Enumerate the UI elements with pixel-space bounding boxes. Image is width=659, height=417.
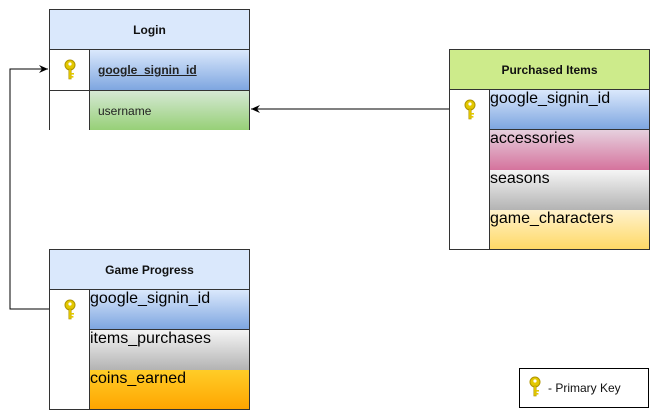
field-items-purchases: items_purchases bbox=[90, 330, 249, 370]
entity-purchased-items: Purchased Items google_signin_id accesso… bbox=[449, 49, 650, 250]
empty-key-cell bbox=[50, 91, 90, 130]
login-row-google-signin-id: google_signin_id bbox=[50, 50, 249, 90]
legend-box: - Primary Key bbox=[519, 368, 649, 408]
field-game-characters: game_characters bbox=[490, 210, 649, 249]
entity-purchased-items-title: Purchased Items bbox=[450, 50, 649, 90]
field-google-signin-id: google_signin_id bbox=[490, 90, 649, 130]
key-icon bbox=[50, 50, 90, 90]
entity-game-progress: Game Progress google_signin_id items_pur… bbox=[49, 249, 250, 410]
login-row-username: username bbox=[50, 90, 249, 130]
entity-game-progress-title: Game Progress bbox=[50, 250, 249, 290]
field-google-signin-id: google_signin_id bbox=[90, 290, 249, 330]
entity-login-title: Login bbox=[50, 10, 249, 50]
key-column bbox=[50, 290, 90, 410]
field-seasons: seasons bbox=[490, 170, 649, 210]
entity-login: Login google_signin_id username bbox=[49, 9, 250, 130]
field-google-signin-id: google_signin_id bbox=[90, 50, 249, 90]
key-icon bbox=[50, 290, 89, 330]
key-icon bbox=[528, 376, 542, 401]
connector-progress-to-login bbox=[9, 65, 49, 310]
field-username: username bbox=[90, 91, 249, 130]
legend-text: - Primary Key bbox=[548, 381, 621, 395]
key-icon bbox=[450, 90, 489, 130]
field-coins-earned: coins_earned bbox=[90, 370, 249, 409]
key-column bbox=[450, 90, 490, 250]
field-accessories: accessories bbox=[490, 130, 649, 170]
